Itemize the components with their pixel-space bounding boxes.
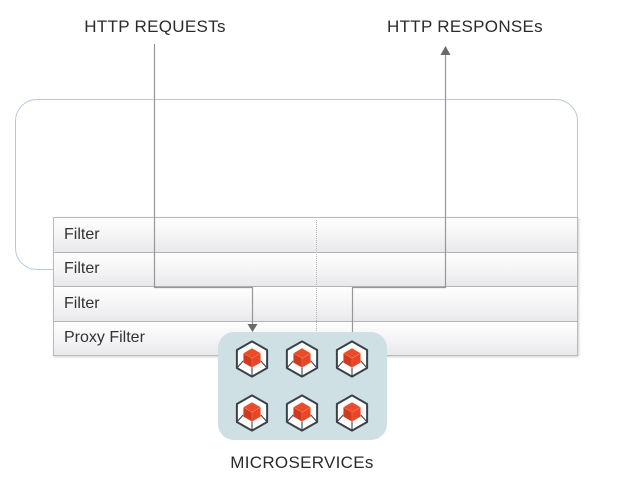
microservices-box [218,332,387,440]
microservice-icon [334,340,370,378]
microservices-label: MICROSERVICEs [230,453,374,472]
microservice-icon [234,340,270,378]
http-requests-label: HTTP REQUESTs [84,17,226,36]
dotted-column-divider [315,220,317,353]
microservice-icon [284,340,320,378]
http-responses-label: HTTP RESPONSEs [387,17,543,36]
filter-chain-container: Filter Filter Filter Proxy Filter [15,99,578,356]
microservice-icon [284,394,320,432]
proxy-filter-row-label: Proxy Filter [64,329,145,347]
response-arrowhead-icon [440,46,451,55]
filter-row-label: Filter [64,225,100,243]
filter-row-label: Filter [64,260,100,278]
microservice-icon [334,394,370,432]
filter-row-label: Filter [64,294,100,312]
microservice-icon [234,394,270,432]
